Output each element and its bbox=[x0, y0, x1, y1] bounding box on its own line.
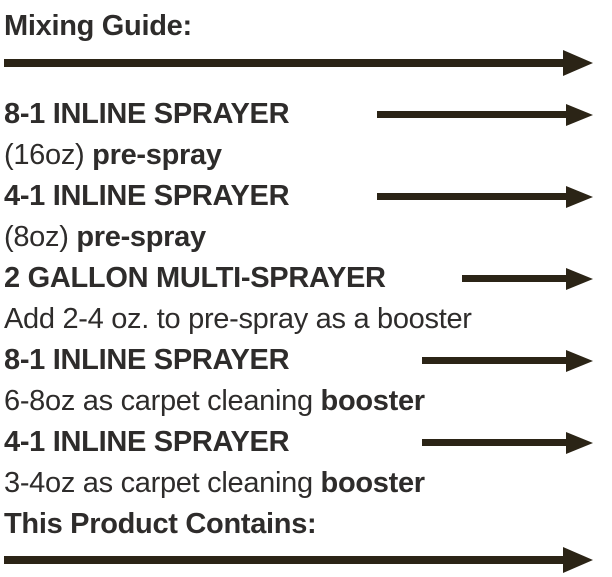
product-row-name: 2 GALLON MULTI-SPRAYER bbox=[4, 262, 386, 294]
arrow-right-icon bbox=[422, 349, 593, 372]
product-row-name: 8-1 INLINE SPRAYER bbox=[4, 98, 290, 130]
product-row-name: 8-1 INLINE SPRAYER bbox=[4, 344, 290, 376]
description-bold-text: pre-spray bbox=[92, 139, 222, 171]
product-row: 8-1 INLINE SPRAYER bbox=[4, 340, 593, 381]
arrow-head bbox=[566, 103, 593, 126]
arrow-right-icon bbox=[377, 103, 593, 126]
arrow-right-icon bbox=[462, 267, 593, 290]
product-row-description: 3-4oz as carpet cleaning booster bbox=[4, 463, 593, 504]
arrow-shaft bbox=[422, 439, 566, 446]
product-row-name: 4-1 INLINE SPRAYER bbox=[4, 426, 290, 458]
arrow-shaft bbox=[4, 59, 563, 67]
arrow-right-icon bbox=[377, 185, 593, 208]
contains-title: This Product Contains: bbox=[4, 508, 317, 540]
arrow-right-icon bbox=[4, 547, 593, 573]
product-row: 2 GALLON MULTI-SPRAYER bbox=[4, 258, 593, 299]
description-bold-text: booster bbox=[320, 467, 426, 499]
arrow-shaft bbox=[422, 357, 566, 364]
product-row: 4-1 INLINE SPRAYER bbox=[4, 422, 593, 463]
arrow-shaft bbox=[462, 275, 566, 282]
arrow-shaft bbox=[377, 193, 566, 200]
product-row-description: (16oz) pre-spray bbox=[4, 135, 593, 176]
product-row-description: Add 2-4 oz. to pre-spray as a booster bbox=[4, 299, 593, 340]
arrow-head bbox=[563, 547, 593, 573]
arrow-shaft bbox=[4, 556, 563, 564]
description-bold-text: booster bbox=[320, 385, 426, 417]
arrow-shaft bbox=[377, 111, 566, 118]
arrow-right-icon bbox=[422, 431, 593, 454]
description-regular-text: Add 2-4 oz. to pre-spray as a booster bbox=[4, 303, 472, 335]
product-row: 4-1 INLINE SPRAYER bbox=[4, 176, 593, 217]
arrow-head bbox=[566, 431, 593, 454]
description-regular-text: 3-4oz as carpet cleaning bbox=[4, 467, 321, 499]
arrow-right-icon bbox=[4, 50, 593, 76]
mixing-guide-title: Mixing Guide: bbox=[4, 10, 192, 42]
arrow-head bbox=[566, 267, 593, 290]
product-row-description: 6-8oz as carpet cleaning booster bbox=[4, 381, 593, 422]
arrow-head bbox=[563, 50, 593, 76]
arrow-head bbox=[566, 185, 593, 208]
arrow-head bbox=[566, 349, 593, 372]
description-regular-text: (16oz) bbox=[4, 139, 93, 171]
product-row-description: (8oz) pre-spray bbox=[4, 217, 593, 258]
description-regular-text: 6-8oz as carpet cleaning bbox=[4, 385, 321, 417]
product-row: 8-1 INLINE SPRAYER bbox=[4, 94, 593, 135]
description-bold-text: pre-spray bbox=[76, 221, 206, 253]
product-row-name: 4-1 INLINE SPRAYER bbox=[4, 180, 290, 212]
description-regular-text: (8oz) bbox=[4, 221, 77, 253]
